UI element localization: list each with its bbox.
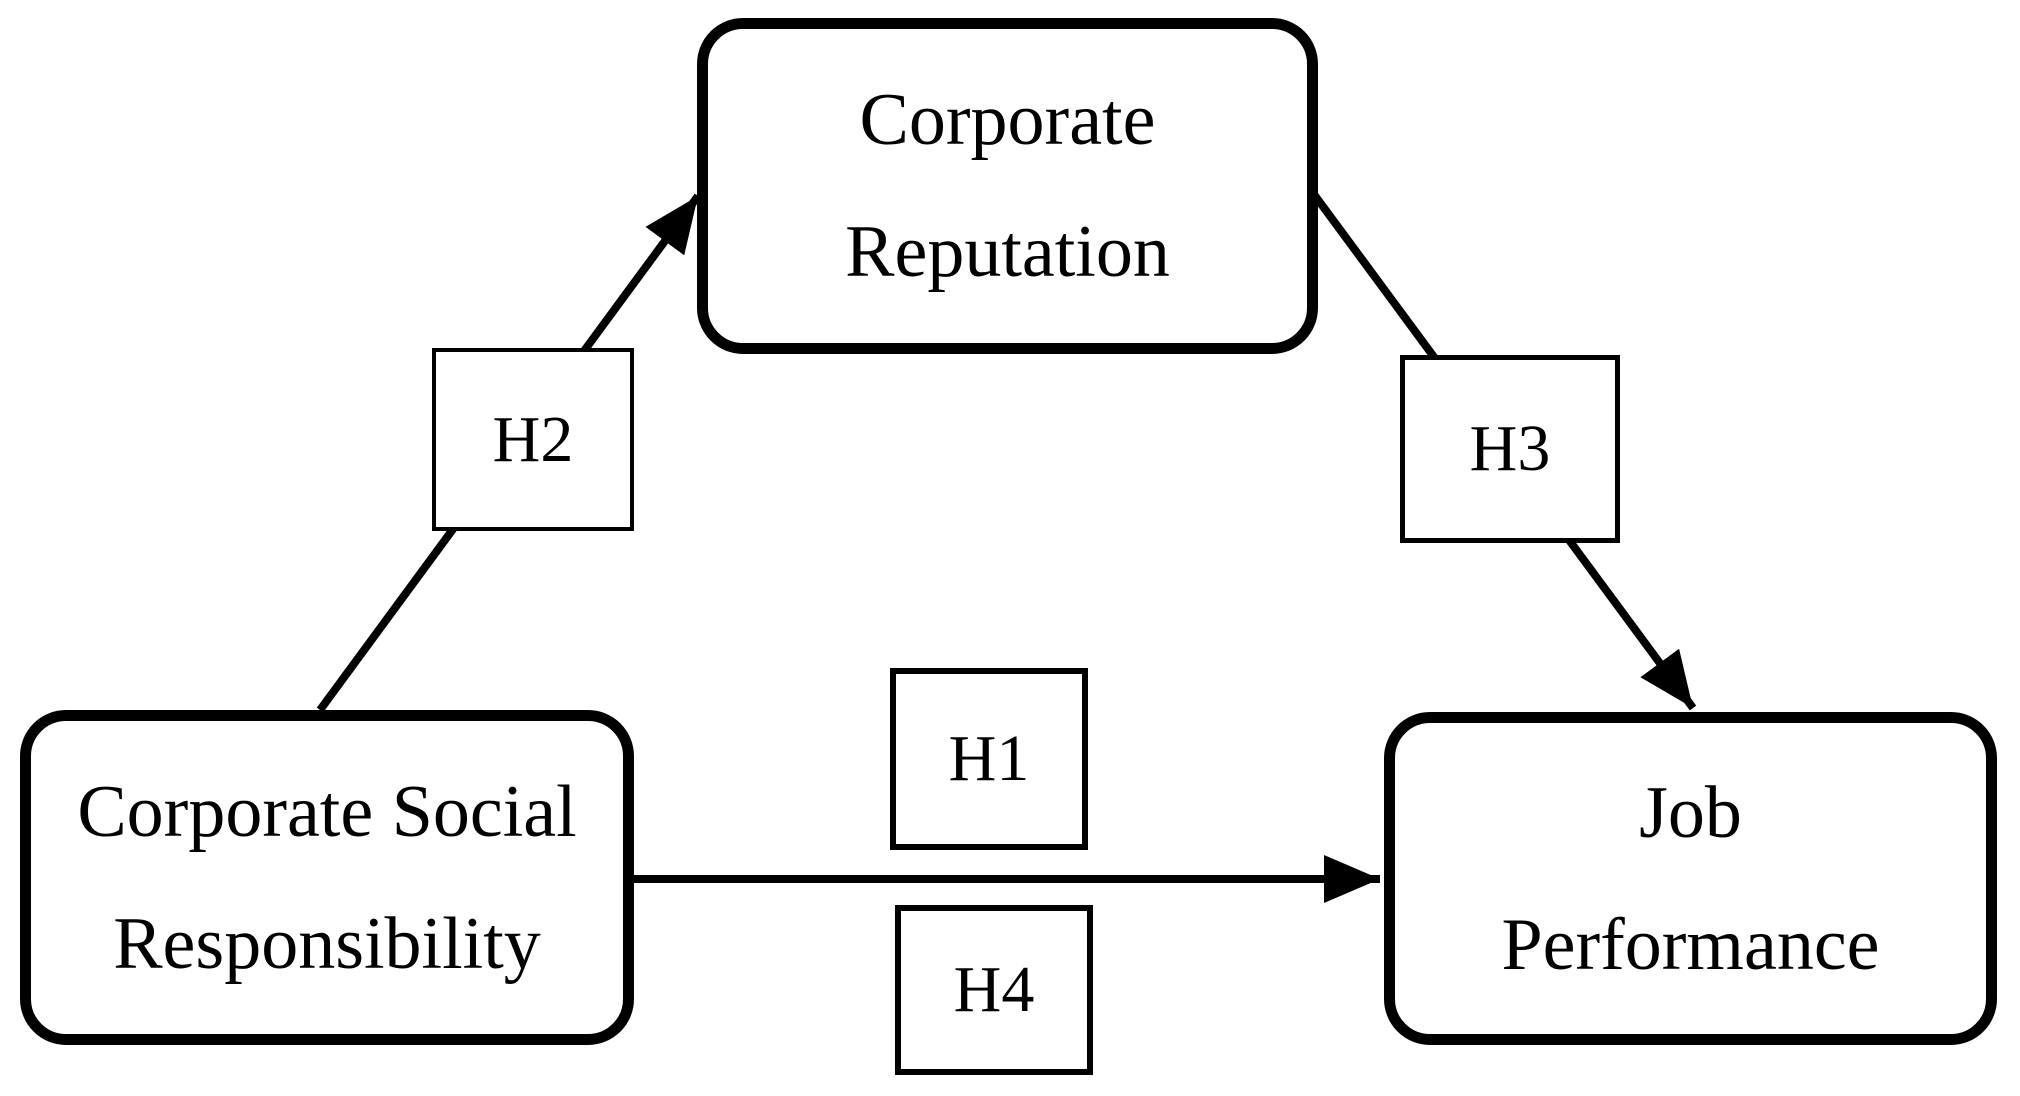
- node-label-line1: Job: [1639, 771, 1742, 854]
- node-label-line2: Performance: [1501, 903, 1880, 986]
- node-label-line2: Reputation: [845, 211, 1170, 293]
- node-corporate-reputation: Corporate Reputation: [697, 18, 1318, 354]
- hypothesis-box-h4: H4: [895, 905, 1093, 1075]
- node-label-line1: Corporate: [859, 79, 1156, 161]
- node-job-performance: Job Performance: [1384, 712, 1997, 1045]
- hypothesis-label-h1: H1: [948, 722, 1030, 795]
- hypothesis-box-h3: H3: [1400, 355, 1620, 543]
- hypothesis-label-h2: H2: [492, 402, 574, 476]
- node-corporate-social-responsibility: Corporate Social Responsibility: [20, 710, 634, 1045]
- hypothesis-box-h1: H1: [890, 668, 1088, 850]
- node-label-line2: Responsibility: [113, 902, 541, 985]
- hypothesis-box-h2: H2: [432, 348, 634, 531]
- hypothesis-label-h3: H3: [1469, 412, 1551, 485]
- hypothesis-label-h4: H4: [953, 953, 1035, 1026]
- node-label-line1: Corporate Social: [77, 770, 577, 853]
